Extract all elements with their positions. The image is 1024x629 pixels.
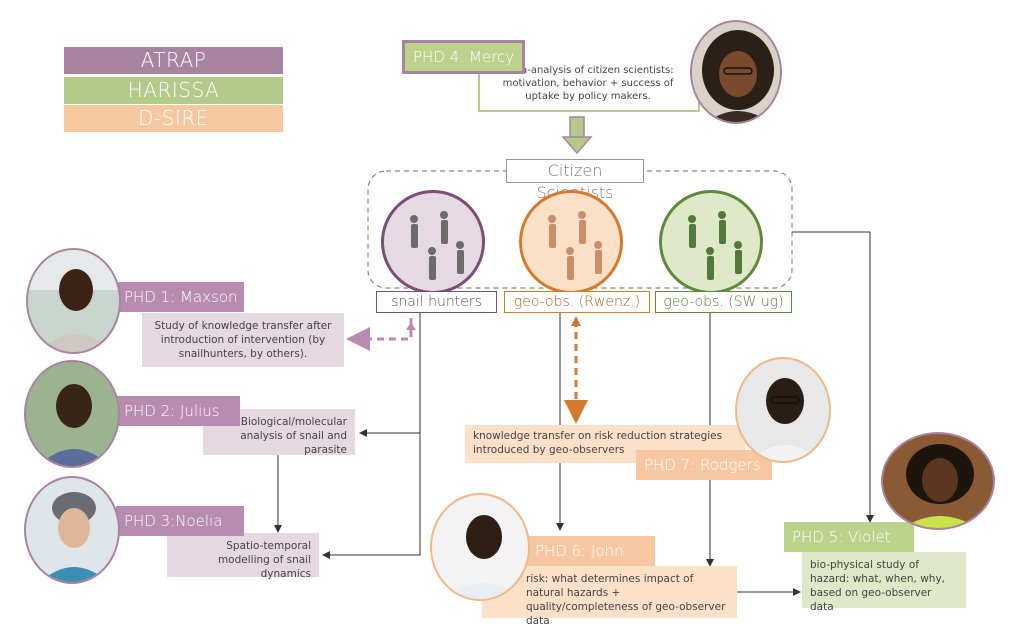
snail-to-phd3 [322, 433, 421, 559]
phd4-desc: Meta-analysis of citizen scientists: mot… [502, 65, 674, 102]
geo-obs-swug-circle [659, 190, 763, 294]
geo-obs-rwenz-circle [519, 190, 623, 294]
phd3-photo [24, 476, 120, 584]
mercy-down-arrow [561, 116, 593, 155]
phd2-photo [24, 360, 120, 468]
phd7-label: PHD 7: Rodgers [636, 450, 772, 480]
phd1-photo [26, 248, 121, 354]
phd2-label: PHD 2: Julius [116, 396, 240, 426]
phd5-desc: bio-physical study of hazard: what, when… [802, 552, 966, 613]
legend-atrap: ATRAP [64, 47, 283, 74]
phd3-desc: Spatio-temporal modelling of snail dynam… [167, 533, 319, 580]
phd5-label: PHD 5: Violet [784, 522, 914, 552]
phd7-photo [735, 357, 831, 463]
phd5-photo [881, 432, 995, 530]
legend-dsire: D-SIRE [64, 105, 283, 132]
group-label-snail-hunters: snail hunters [376, 291, 497, 313]
citizen-to-phd5 [792, 231, 874, 523]
citizen-scientists-title: Citizen Scientists [506, 159, 644, 202]
phd4-photo [690, 20, 782, 124]
legend-harissa: HARISSA [64, 77, 283, 104]
phd4-label: PHD 4: Mercy [402, 40, 526, 74]
snail-hunters-circle [381, 190, 485, 294]
snail-to-phd1-dashed [346, 318, 413, 351]
group-label-geo-obs-swug: geo-obs. (SW ug) [655, 291, 792, 313]
phd3-label: PHD 3:Noelia [116, 506, 244, 536]
phd6-label: PHD 6: John [527, 536, 655, 566]
phd6-photo [430, 493, 530, 601]
phd1-desc: Study of knowledge transfer after introd… [142, 313, 344, 367]
phd6-desc: risk: what determines impact of natural … [482, 566, 737, 627]
phd1-label: PHD 1: Maxson [116, 282, 244, 312]
group-label-geo-obs-rwenz: geo-obs. (Rwenz.) [504, 291, 650, 313]
